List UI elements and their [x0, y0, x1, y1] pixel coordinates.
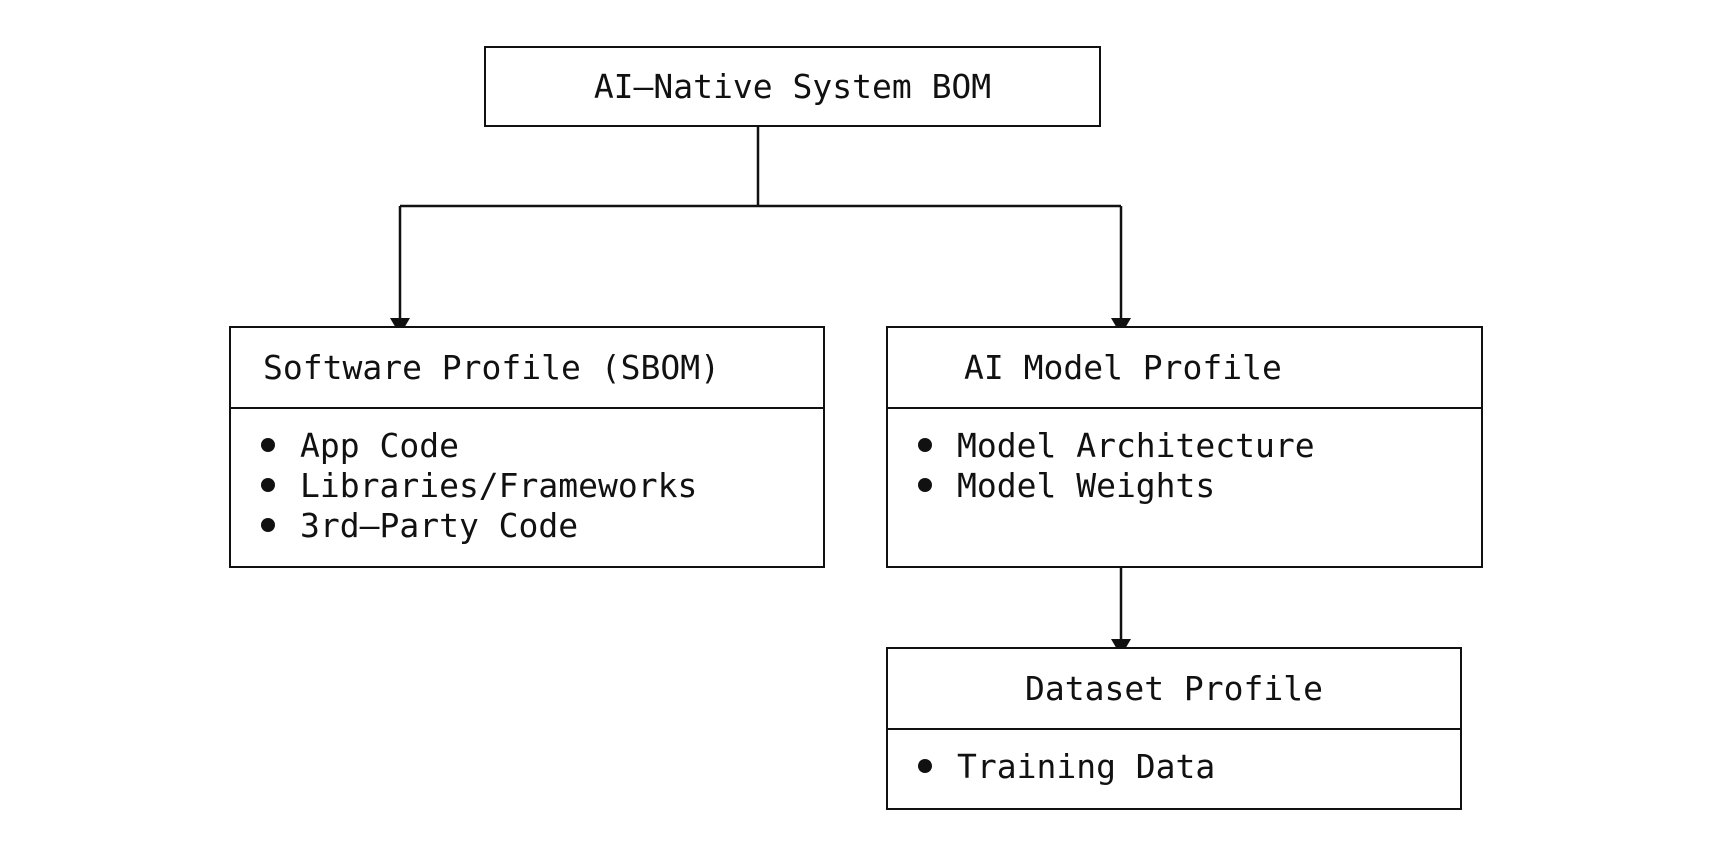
root-node-title: AI–Native System BOM — [593, 67, 992, 106]
list-item: Libraries/Frameworks — [261, 465, 823, 505]
bullet-icon — [918, 759, 932, 773]
software-profile-header: Software Profile (SBOM) — [231, 328, 823, 409]
list-item: Model Architecture — [918, 425, 1481, 465]
bullet-icon — [261, 518, 275, 532]
ai-model-profile-node: AI Model Profile Model Architecture Mode… — [886, 326, 1483, 568]
list-item: App Code — [261, 425, 823, 465]
software-profile-node: Software Profile (SBOM) App Code Librari… — [229, 326, 825, 568]
bullet-icon — [261, 478, 275, 492]
list-item-label: Model Weights — [957, 465, 1216, 505]
root-node: AI–Native System BOM — [484, 46, 1101, 127]
dataset-profile-title: Dataset Profile — [1024, 669, 1323, 708]
software-profile-list: App Code Libraries/Frameworks 3rd–Party … — [231, 409, 823, 545]
ai-model-profile-title: AI Model Profile — [964, 348, 1282, 387]
dataset-profile-header: Dataset Profile — [888, 649, 1460, 730]
list-item-label: Model Architecture — [957, 425, 1315, 465]
list-item-label: Libraries/Frameworks — [300, 465, 698, 505]
list-item: 3rd–Party Code — [261, 505, 823, 545]
root-to-branches-connector — [400, 127, 1121, 208]
bullet-icon — [918, 478, 932, 492]
bullet-icon — [261, 438, 275, 452]
list-item-label: App Code — [300, 425, 459, 465]
ai-model-profile-header: AI Model Profile — [888, 328, 1481, 409]
bullet-icon — [918, 438, 932, 452]
dataset-profile-list: Training Data — [888, 730, 1460, 786]
software-profile-title: Software Profile (SBOM) — [263, 348, 720, 387]
list-item: Model Weights — [918, 465, 1481, 505]
ai-model-profile-list: Model Architecture Model Weights — [888, 409, 1481, 505]
list-item-label: Training Data — [957, 746, 1216, 786]
dataset-profile-node: Dataset Profile Training Data — [886, 647, 1462, 810]
list-item-label: 3rd–Party Code — [300, 505, 579, 545]
list-item: Training Data — [918, 746, 1460, 786]
